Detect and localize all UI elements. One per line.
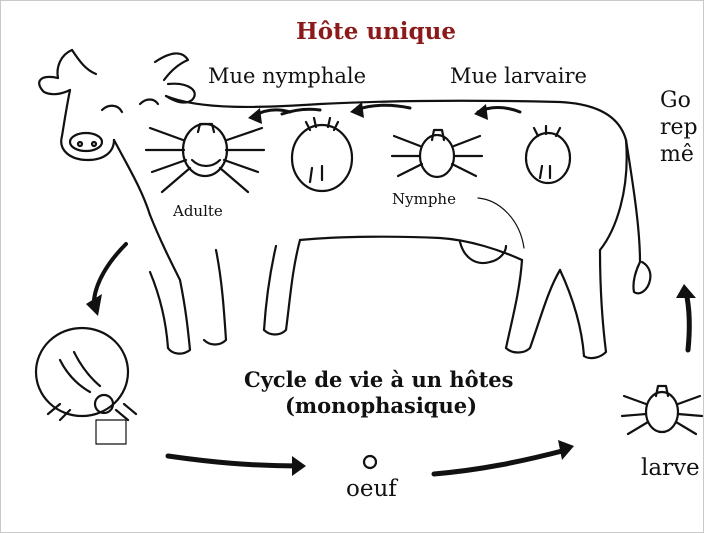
label-adult: Adulte	[173, 202, 223, 220]
label-larval-molt: Mue larvaire	[450, 64, 587, 88]
cow-drawing	[39, 50, 650, 358]
nymph-tick-on-host	[392, 130, 482, 177]
larva-tick	[622, 386, 702, 434]
diagram-title: Hôte unique	[296, 18, 456, 45]
label-nymphal-molt: Mue nymphale	[208, 64, 366, 88]
side-text-line-1: Go	[660, 88, 691, 113]
side-text-line-3: mê	[660, 142, 694, 167]
label-egg: oeuf	[346, 476, 397, 502]
egg-laying-female-tick	[36, 328, 136, 444]
engorged-nymph	[292, 118, 352, 191]
egg-dot	[364, 456, 376, 468]
label-nymph: Nymphe	[392, 190, 456, 208]
side-text-line-2: rep	[660, 115, 698, 140]
label-larva: larve	[641, 455, 700, 481]
adult-tick-on-host	[146, 124, 264, 192]
label-monophasic: (monophasique)	[285, 393, 477, 418]
engorged-larva	[526, 126, 570, 183]
label-cycle: Cycle de vie à un hôtes	[244, 367, 513, 392]
